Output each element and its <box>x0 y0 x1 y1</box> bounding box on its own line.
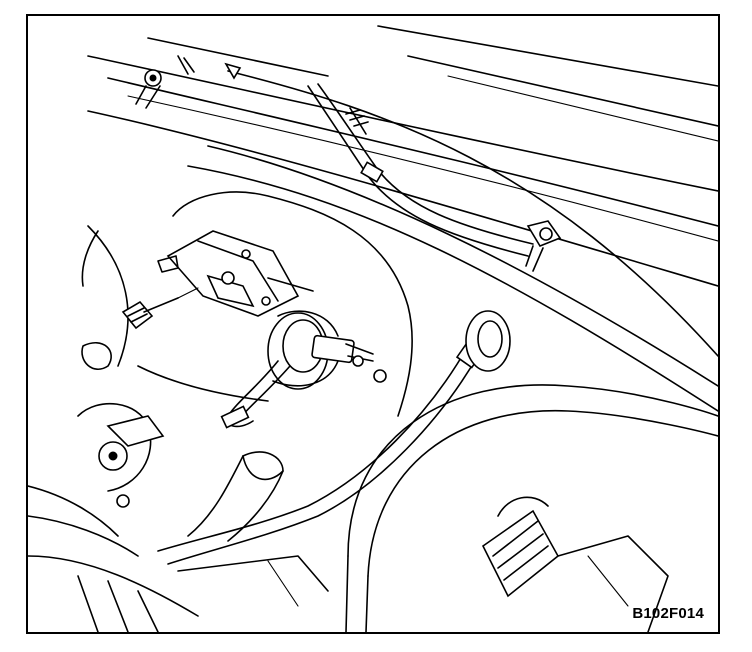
throttle-cable <box>157 310 511 565</box>
figure-code: B102F014 <box>632 605 704 622</box>
hose-clamp-lower <box>481 496 669 632</box>
mounting-bolt <box>121 287 199 330</box>
actuator-canister <box>267 310 387 390</box>
engine-bay-illustration <box>28 25 718 632</box>
spring-clip-top <box>224 62 369 135</box>
vacuum-hose-upper <box>307 83 534 257</box>
hose-clip-left <box>135 55 195 109</box>
round-housing <box>345 384 718 632</box>
wire-harness <box>220 360 291 429</box>
diagram-frame: B102F014 <box>26 14 720 634</box>
strut-tower <box>81 191 413 417</box>
lower-left-components <box>28 341 329 632</box>
hose-clip-right <box>525 220 562 272</box>
mounting-bracket <box>157 230 314 317</box>
cowl-panel-lines <box>87 25 718 412</box>
